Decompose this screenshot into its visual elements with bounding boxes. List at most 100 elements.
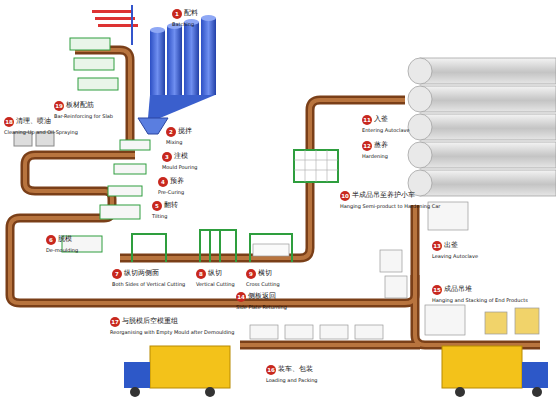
step-name-zh: 翻转 (164, 201, 178, 209)
road-edge (240, 205, 540, 345)
step-name-zh: 横切 (258, 269, 272, 277)
step-name-en: De-moulding (46, 248, 78, 254)
step-name-zh: 半成品吊至养护小车 (352, 191, 415, 199)
step-name-zh: 配料 (184, 9, 198, 17)
packed-pallet (515, 308, 539, 334)
rebar-rod (95, 17, 135, 20)
step-name-en: Bar-Reinforcing for Slab (54, 114, 113, 120)
step-name-en: Hardening (362, 154, 388, 160)
rebar-frame (70, 38, 110, 50)
step-name-en: Entering Autoclave (362, 128, 410, 134)
step-name-zh: 与脱模后空模重组 (122, 317, 178, 325)
cross-cutter (250, 234, 292, 262)
step-name-en: Mixing (166, 140, 192, 146)
road-edge (75, 50, 130, 150)
truck-cab (522, 362, 548, 388)
step-number: 13 (432, 241, 442, 251)
autoclave-tube (420, 58, 556, 84)
step-name-zh: 搅拌 (178, 127, 192, 135)
step-name-zh: 侧板返回 (248, 292, 276, 300)
step-name-en: Cleaning-Up and Oil-Spraying (4, 130, 78, 136)
step-name-en: Mould Pouring (162, 165, 198, 171)
rebar-rod (92, 10, 132, 13)
step-name-en: Reorganising with Empty Mould after Demo… (110, 330, 234, 336)
autoclave-tube (420, 86, 556, 112)
step-name-en: Side Plate Returning (236, 305, 287, 311)
block-stack (250, 325, 278, 339)
process-step: 3注模Mould Pouring (162, 147, 198, 171)
step-number: 7 (112, 269, 122, 279)
step-name-en: Cross Cutting (246, 282, 280, 288)
silo (150, 30, 165, 95)
silo (184, 22, 199, 95)
trucks (124, 346, 548, 397)
truck-wheel (532, 387, 542, 397)
autoclave-tube (420, 142, 556, 168)
step-name-zh: 清理、喷油 (16, 117, 51, 125)
silo (167, 26, 182, 95)
step-number: 15 (432, 285, 442, 295)
step-number: 4 (158, 177, 168, 187)
process-step: 13出釜 Leaving Autoclave (432, 236, 478, 260)
step-number: 8 (196, 269, 206, 279)
road-center (10, 155, 415, 303)
block-stacks (250, 202, 539, 339)
silos (138, 15, 216, 134)
autoclave-door (408, 142, 432, 168)
silo-top (201, 15, 216, 21)
process-step: 19板材配筋 Bar-Reinforcing for Slab (54, 96, 113, 120)
rebar-frame (74, 58, 114, 70)
process-step: 11入釜 Entering Autoclave (362, 110, 410, 134)
tilting-machine (100, 205, 140, 219)
car-grid (294, 150, 338, 182)
rebar-frame (78, 78, 118, 90)
process-step: 14侧板返回Side Plate Returning (236, 287, 287, 311)
process-step: 5翻转Tilting (152, 196, 178, 220)
step-number: 2 (166, 127, 176, 137)
step-number: 17 (110, 317, 120, 327)
step-number: 9 (246, 269, 256, 279)
step-name-zh: 预养 (170, 177, 184, 185)
step-name-zh: 出釜 (444, 241, 458, 249)
step-number: 16 (266, 365, 276, 375)
step-name-en: Hanging and Stacking of End Products (432, 298, 528, 304)
step-name-zh: 成品吊堆 (444, 285, 472, 293)
step-name-zh: 蒸养 (374, 141, 388, 149)
step-name-zh: 纵切两侧面 (124, 269, 159, 277)
step-name-en: Both Sides of Vertical Cutting (112, 282, 185, 288)
block-stack (285, 325, 313, 339)
process-step: 12蒸养 Hardening (362, 136, 388, 160)
step-name-zh: 装车、包装 (278, 365, 313, 373)
process-step: 16装车、包装Loading and Packing (266, 360, 318, 384)
vertical-cutter (132, 234, 166, 262)
step-name-en: Pre-Curing (158, 190, 184, 196)
autoclave-tube (420, 170, 556, 196)
step-name-zh: 入釜 (374, 115, 388, 123)
autoclaves (408, 58, 556, 196)
packed-pallet (485, 312, 507, 334)
process-step: 7纵切两侧面 Both Sides of Vertical Cutting (112, 264, 185, 288)
mixer (138, 118, 168, 134)
step-name-en: Leaving Autoclave (432, 254, 478, 260)
block-stack (320, 325, 348, 339)
process-step: 4预养 Pre-Curing (158, 172, 184, 196)
step-number: 10 (340, 191, 350, 201)
process-step: 9横切 Cross Cutting (246, 264, 280, 288)
autoclave-door (408, 58, 432, 84)
truck-container (442, 346, 522, 388)
process-step: 15成品吊堆 Hanging and Stacking of End Produc… (432, 280, 528, 304)
step-number: 19 (54, 101, 64, 111)
mould (114, 164, 146, 174)
step-number: 11 (362, 115, 372, 125)
step-number: 1 (172, 9, 182, 19)
process-step: 1配料Batching (172, 4, 198, 28)
process-step: 17与脱模后空模重组 Reorganising with Empty Mould … (110, 312, 234, 336)
vertical-cutter (200, 230, 236, 262)
block-stack (385, 276, 407, 298)
mould (108, 186, 142, 196)
step-name-zh: 板材配筋 (66, 101, 94, 109)
mould (120, 140, 150, 150)
step-number: 12 (362, 141, 372, 151)
